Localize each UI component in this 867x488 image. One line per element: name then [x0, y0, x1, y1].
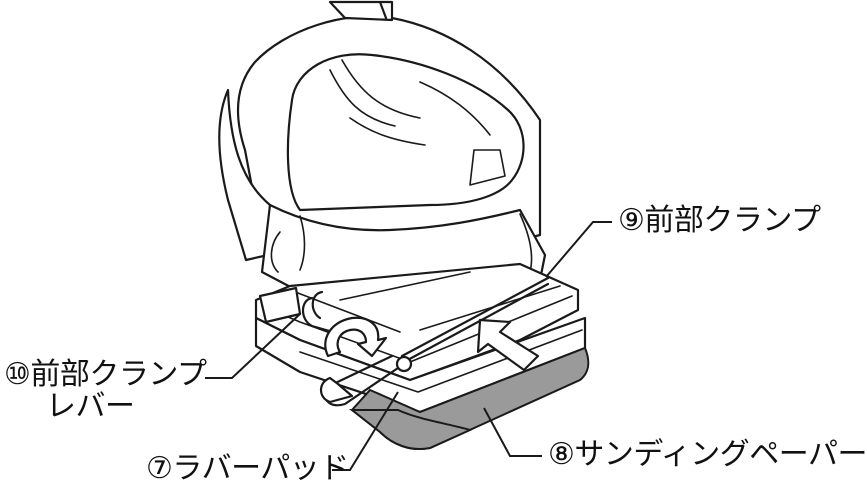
label-sanding-paper: ⑧サンディングペーパー: [548, 437, 867, 472]
push-arrow: [476, 318, 540, 372]
label-front-clamp: ⑨前部クランプ: [618, 203, 821, 238]
leader-sanding-paper: [483, 407, 542, 457]
front-clamp-wire: [319, 276, 550, 407]
sander-body: [218, 0, 547, 302]
label-rubber-pad: ⑦ラバーパッド: [146, 451, 349, 486]
leader-lines: [205, 221, 612, 471]
leader-front-clamp: [545, 221, 612, 278]
label-front-clamp-lever-line2: レバー: [46, 389, 135, 424]
leader-clamp-lever: [205, 313, 301, 379]
leader-rubber-pad: [332, 391, 399, 471]
sander-illustration: [205, 0, 612, 471]
label-front-clamp-lever-line1: ⑩前部クランプ: [4, 357, 207, 392]
rotation-arrow: [324, 316, 388, 358]
